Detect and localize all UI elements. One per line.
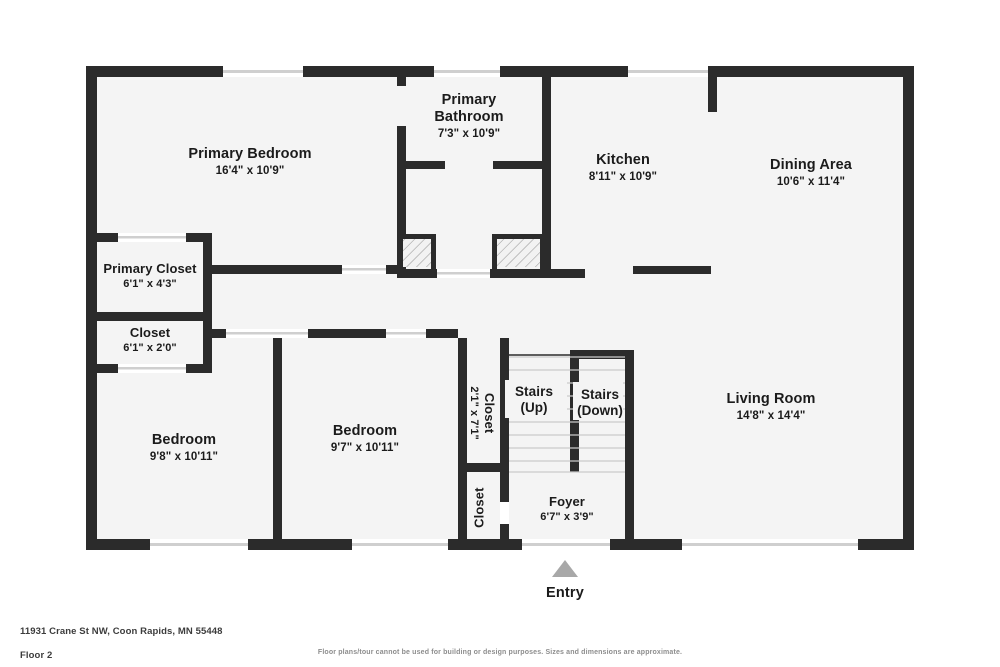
primary-bathroom-walls — [397, 66, 585, 278]
room-label-dining-area: Dining Area 10'6" x 11'4" — [731, 157, 891, 190]
room-dimensions: 6'1" x 4'3" — [123, 278, 177, 291]
room-label-closet-upper-left: Closet 6'1" x 2'0" — [85, 325, 215, 355]
stairs-direction: (Up) — [520, 399, 548, 415]
room-name: Dining Area — [770, 157, 852, 173]
room-name: Living Room — [726, 391, 816, 407]
floor-label: Floor 2 — [20, 650, 53, 661]
triangle-up-icon — [552, 560, 578, 577]
exterior-walls — [86, 66, 914, 550]
disclaimer-text: Floor plans/tour cannot be used for buil… — [317, 649, 683, 656]
room-name: Bedroom — [332, 423, 398, 439]
room-label-primary-closet: Primary Closet 6'1" x 4'3" — [80, 261, 220, 291]
lower-bedrooms-walls — [212, 329, 458, 550]
room-dimensions: 6'7" x 3'9" — [540, 511, 594, 524]
stairs-direction: (Down) — [577, 402, 623, 418]
room-name: Primary Closet — [103, 261, 197, 276]
room-dimensions: 9'7" x 10'11" — [330, 442, 400, 455]
room-label-foyer: Foyer 6'7" x 3'9" — [507, 494, 627, 524]
room-dimensions: 16'4" x 10'9" — [215, 165, 285, 178]
room-label-living-room: Living Room 14'8" x 14'4" — [691, 391, 851, 424]
room-name: Closet — [471, 487, 487, 528]
room-dimensions: 6'1" x 2'0" — [123, 342, 177, 355]
kitchen-dining-walls — [633, 66, 717, 274]
label-backing — [505, 380, 623, 420]
primary-bedroom-walls — [203, 265, 400, 274]
room-name: Foyer — [549, 494, 585, 509]
room-label-primary-bedroom: Primary Bedroom 16'4" x 10'9" — [150, 146, 350, 179]
room-dimensions: 7'3" x 10'9" — [437, 128, 501, 141]
room-name: Bedroom — [151, 432, 217, 448]
property-address: 11931 Crane St NW, Coon Rapids, MN 55448 — [20, 626, 223, 637]
room-name-line2: Bathroom — [434, 109, 504, 126]
room-label-bedroom-left: Bedroom 9'8" x 10'11" — [104, 432, 264, 465]
room-dimensions: 8'11" x 10'9" — [588, 171, 658, 184]
stairs-name: Stairs — [580, 387, 620, 402]
stairs-label-down: Stairs (Down) — [557, 387, 643, 419]
room-dimensions: 14'8" x 14'4" — [736, 410, 806, 423]
room-label-primary-bathroom: Primary Bathroom 7'3" x 10'9" — [389, 92, 549, 142]
entry-marker: Entry — [515, 560, 615, 601]
left-closet-block-walls — [94, 233, 212, 373]
room-label-kitchen: Kitchen 8'11" x 10'9" — [543, 152, 703, 185]
room-dimensions: 10'6" x 11'4" — [776, 176, 846, 189]
room-name: Primary Bedroom — [188, 146, 312, 162]
room-name: Primary — [441, 92, 497, 108]
stairs-name: Stairs — [514, 384, 554, 399]
stairs-label-up: Stairs (Up) — [494, 384, 574, 416]
room-label-closet-lower: Closet — [471, 458, 486, 558]
room-name: Closet — [129, 325, 171, 340]
room-dimensions: 9'8" x 10'11" — [149, 451, 219, 464]
room-label-bedroom-middle: Bedroom 9'7" x 10'11" — [285, 423, 445, 456]
room-name: Kitchen — [596, 152, 650, 168]
entry-label: Entry — [545, 585, 585, 601]
